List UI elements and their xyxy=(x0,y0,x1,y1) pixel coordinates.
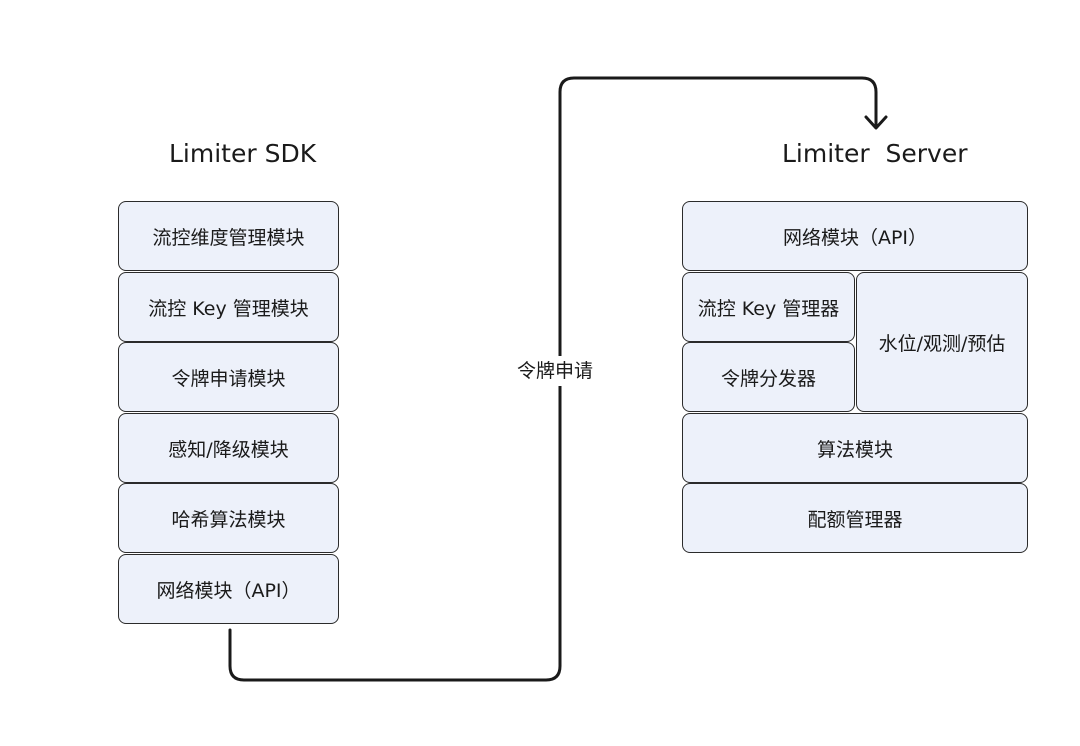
server-quota-manager: 配额管理器 xyxy=(682,483,1028,553)
server-watermark-observe-estimate: 水位/观测/预估 xyxy=(856,272,1028,412)
server-key-manager: 流控 Key 管理器 xyxy=(682,272,855,342)
server-token-dispatcher: 令牌分发器 xyxy=(682,342,855,412)
sdk-module-sensing-degrade: 感知/降级模块 xyxy=(118,413,339,483)
sdk-module-network-api: 网络模块（API） xyxy=(118,554,339,624)
sdk-module-token-request: 令牌申请模块 xyxy=(118,342,339,412)
sdk-title: Limiter SDK xyxy=(169,139,317,168)
server-title: Limiter Server xyxy=(782,139,968,168)
arrow-down-icon xyxy=(864,115,888,130)
server-algorithm-module: 算法模块 xyxy=(682,413,1028,483)
flow-label: 令牌申请 xyxy=(517,356,594,386)
sdk-module-dimension-management: 流控维度管理模块 xyxy=(118,201,339,271)
sdk-module-key-management: 流控 Key 管理模块 xyxy=(118,272,339,342)
sdk-module-hash-algorithm: 哈希算法模块 xyxy=(118,483,339,553)
server-network-module: 网络模块（API） xyxy=(682,201,1028,271)
